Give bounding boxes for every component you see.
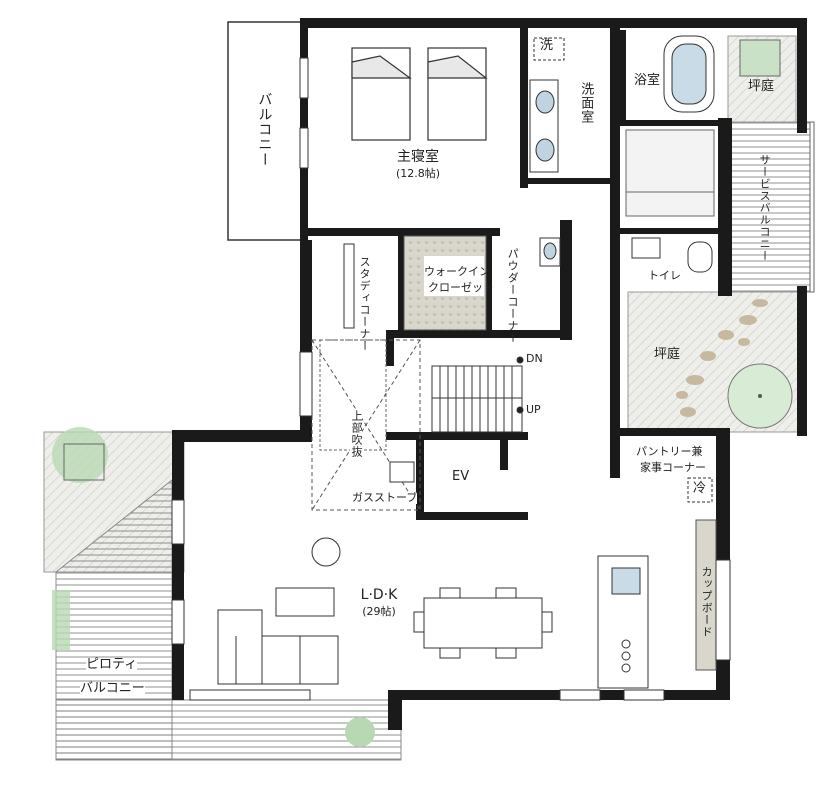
study-corner-label: スタディコーナー: [358, 256, 372, 352]
coffee-table: [275, 587, 335, 617]
interior-walls: [308, 28, 718, 520]
washroom-sinks: [529, 79, 559, 173]
study-desk: [343, 243, 355, 329]
washroom-label: 洗面室: [578, 82, 594, 124]
pantry-label-2: 家事コーナー: [640, 461, 706, 474]
balcony-label: バルコニー: [256, 92, 273, 167]
void-area: [311, 339, 421, 511]
courtyard-top-label: 坪庭: [748, 79, 775, 94]
ldk-label: L·D·K: [360, 587, 398, 603]
dining-set: [413, 587, 553, 659]
wash-mark: 洗: [540, 38, 554, 53]
powder-corner-label: パウダーコーナー: [506, 248, 520, 344]
bathroom-label: 浴室: [634, 73, 661, 88]
courtyard-mid-label: 坪庭: [654, 347, 681, 362]
piloti-label-2: バルコニー: [80, 681, 145, 697]
master-bedroom-label: 主寝室: [397, 149, 439, 165]
gas-stove: [389, 461, 415, 483]
laundry-area: [625, 129, 715, 217]
walk-in-closet-label-2: クローゼット: [428, 281, 494, 294]
piloti-label-1: ピロティ: [86, 657, 138, 673]
courtyard-mid: [627, 291, 799, 433]
staircase: [431, 356, 524, 433]
kitchen-island: [597, 555, 649, 689]
service-balcony-label: サービスバルコニー: [758, 154, 772, 262]
cupboard-label: カップボード: [700, 566, 714, 638]
beds: [351, 47, 488, 141]
floor-lamp: [311, 537, 341, 567]
stairs-up-label: UP: [526, 403, 541, 416]
gas-stove-label: ガスストーブ: [352, 491, 418, 505]
walk-in-closet-label-1: ウォークイン: [424, 265, 490, 278]
pantry-label-1: パントリー兼: [636, 445, 703, 458]
elevator-label: EV: [452, 469, 470, 484]
void-label: 上部吹抜: [350, 410, 364, 458]
toilet-fixture: [631, 237, 713, 273]
toilet-label: トイレ: [648, 269, 681, 282]
stairs-down-label: DN: [526, 352, 543, 365]
master-bedroom-size: (12.8帖): [395, 167, 441, 180]
balcony-top-left: [227, 21, 307, 241]
bathtub: [663, 35, 715, 113]
ldk-size: (29帖): [362, 605, 396, 618]
fridge-mark: 冷: [693, 481, 707, 496]
sofa: [217, 609, 339, 685]
windows: [171, 57, 731, 701]
